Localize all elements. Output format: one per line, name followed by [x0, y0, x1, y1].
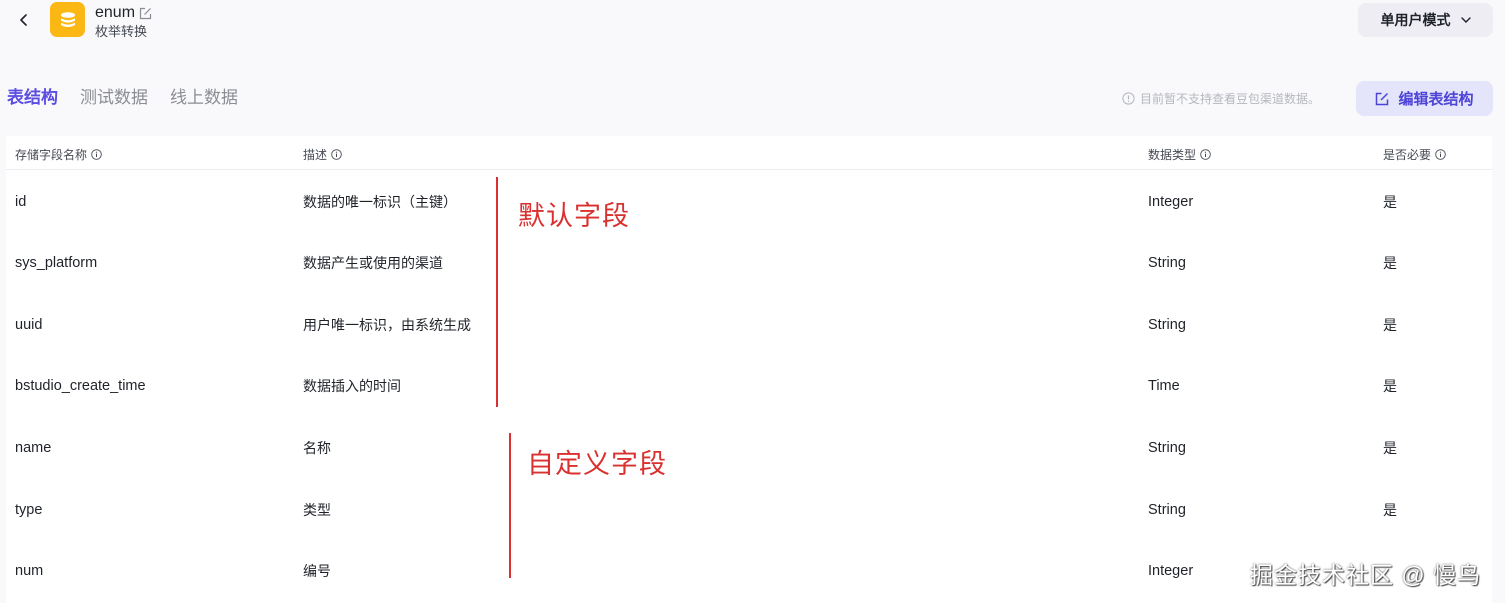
annotation-bracket-custom [509, 433, 511, 578]
notice: 目前暂不支持查看豆包渠道数据。 [1122, 90, 1320, 107]
field-name: type [15, 502, 43, 518]
field-required: 是 [1383, 502, 1397, 518]
field-required: 是 [1383, 194, 1397, 210]
info-icon[interactable] [1200, 149, 1211, 160]
edit-button-label: 编辑表结构 [1398, 91, 1474, 108]
info-icon [1122, 92, 1135, 105]
table-row: id 数据的唯一标识（主键） Integer 是 [6, 192, 1492, 253]
field-name: sys_platform [15, 255, 98, 271]
column-header-data-type: 数据类型 [1148, 146, 1211, 163]
table-row: bstudio_create_time 数据插入的时间 Time 是 [6, 376, 1492, 437]
annotation-default-fields: 默认字段 [518, 201, 630, 232]
app-icon [50, 2, 85, 37]
table-row: num 编号 Integer [6, 561, 1492, 603]
tab-online-data[interactable]: 线上数据 [170, 88, 238, 107]
field-type: String [1148, 502, 1186, 518]
annotation-bracket-default [496, 177, 498, 407]
chevron-left-icon [20, 14, 27, 26]
tab-test-data[interactable]: 测试数据 [80, 88, 148, 107]
tab-bar: 表结构 测试数据 线上数据 [7, 86, 238, 110]
field-name: id [15, 194, 27, 210]
info-icon[interactable] [331, 149, 342, 160]
field-required: 是 [1383, 255, 1397, 271]
field-name: uuid [15, 317, 43, 333]
mode-select-label: 单用户模式 [1380, 12, 1451, 28]
edit-icon[interactable] [139, 7, 152, 20]
field-type: String [1148, 440, 1186, 456]
watermark: 掘金技术社区 @ 慢鸟 [1250, 562, 1482, 588]
table-header: 存储字段名称 描述 数据类型 是否必要 [6, 136, 1492, 170]
field-required: 是 [1383, 440, 1397, 456]
field-name: bstudio_create_time [15, 378, 146, 394]
mode-select[interactable]: 单用户模式 [1358, 3, 1493, 37]
edit-table-structure-button[interactable]: 编辑表结构 [1356, 81, 1493, 116]
field-description: 数据产生或使用的渠道 [303, 255, 443, 271]
page-subtitle: 枚举转换 [95, 24, 148, 39]
column-header-required: 是否必要 [1383, 146, 1446, 163]
edit-icon [1376, 92, 1389, 105]
table-row: uuid 用户唯一标识，由系统生成 String 是 [6, 315, 1492, 376]
column-header-field-name: 存储字段名称 [15, 146, 102, 163]
info-icon[interactable] [1435, 149, 1446, 160]
field-type: Time [1148, 378, 1180, 394]
field-type: String [1148, 317, 1186, 333]
field-name: name [15, 440, 52, 456]
field-description: 用户唯一标识，由系统生成 [303, 317, 471, 333]
field-type: String [1148, 255, 1186, 271]
table-row: name 名称 String 是 [6, 438, 1492, 499]
table-row: sys_platform 数据产生或使用的渠道 String 是 [6, 253, 1492, 314]
field-required: 是 [1383, 317, 1397, 333]
fields-table: 存储字段名称 描述 数据类型 是否必要 id 数据的唯一标识（主键） Integ… [6, 136, 1492, 603]
database-icon [60, 11, 75, 27]
field-description: 名称 [303, 440, 331, 456]
field-description: 类型 [303, 502, 331, 518]
field-name: num [15, 563, 44, 579]
field-description: 数据插入的时间 [303, 378, 401, 394]
annotation-custom-fields: 自定义字段 [527, 449, 667, 480]
field-required: 是 [1383, 378, 1397, 394]
tab-table-structure[interactable]: 表结构 [7, 88, 58, 107]
back-button[interactable] [14, 8, 34, 32]
header: enum 枚举转换 单用户模式 [0, 0, 1505, 48]
chevron-down-icon [1460, 17, 1471, 23]
notice-text: 目前暂不支持查看豆包渠道数据。 [1140, 92, 1321, 106]
field-type: Integer [1148, 563, 1194, 579]
column-header-description: 描述 [303, 146, 342, 163]
field-description: 编号 [303, 563, 331, 579]
table-row: type 类型 String 是 [6, 500, 1492, 561]
page-title: enum [95, 4, 136, 21]
info-icon[interactable] [91, 149, 102, 160]
field-type: Integer [1148, 194, 1194, 210]
field-description: 数据的唯一标识（主键） [303, 194, 457, 210]
